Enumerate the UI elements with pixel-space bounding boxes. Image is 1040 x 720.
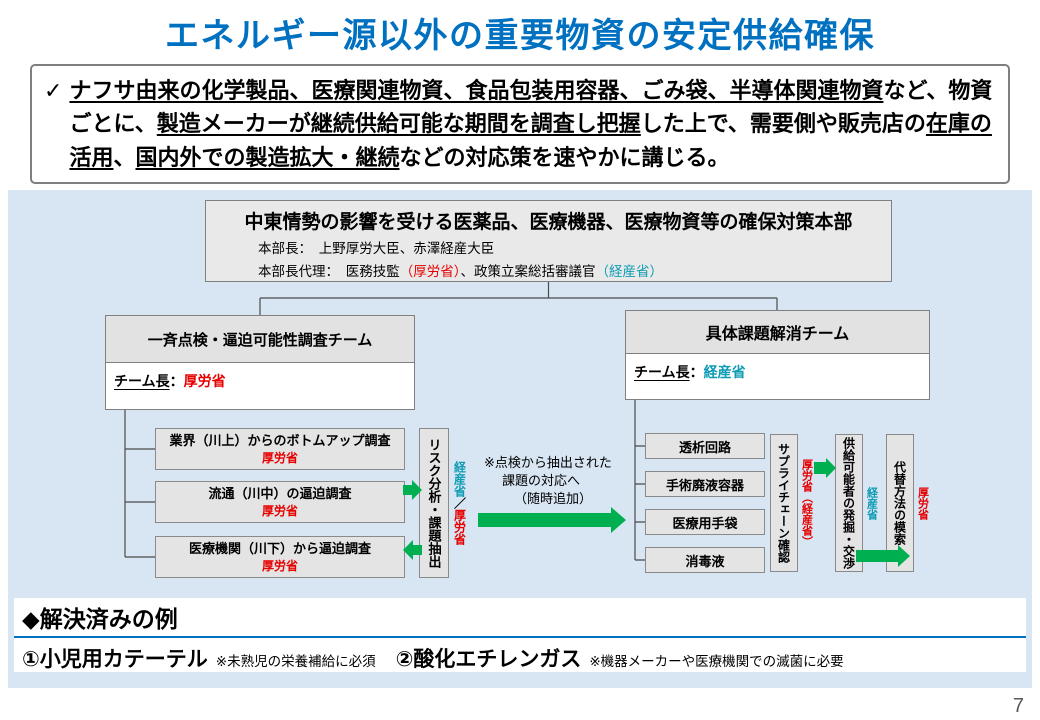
team-title: 一斉点検・逼迫可能性調査チーム <box>106 316 414 363</box>
note-line: ※点検から抽出された <box>484 455 612 470</box>
summary-segment: などの対応策を速やかに講じる。 <box>399 144 730 170</box>
summary-segment: 、 <box>113 144 136 170</box>
team-leader-line: チーム長：経産省 <box>626 354 929 390</box>
hq-title: 中東情勢の影響を受ける医薬品、医療機器、医療物資等の確保対策本部 <box>244 212 853 233</box>
summary-segment: 国内外での製造拡大・継続 <box>135 144 400 170</box>
item-box-surgical-waste-container: 手術廃液容器 <box>645 471 765 497</box>
page-number: 7 <box>1012 695 1024 717</box>
process-org-label: 厚労省 <box>915 434 930 572</box>
summary-box: ✓ ナフサ由来の化学製品、医療関連物資、食品包装用容器、ごみ袋、半導体関連物資な… <box>30 64 1010 184</box>
team-leader-org: 厚労省 <box>183 373 226 389</box>
solved-item-ethylene-oxide: ②酸化エチレンガス <box>395 648 582 671</box>
check-icon: ✓ <box>44 78 63 103</box>
hq-chief-line: 本部長： 上野厚労大臣、赤澤経産大臣 <box>258 241 495 256</box>
team-title: 具体課題解消チーム <box>626 311 929 354</box>
process-org: 厚労省 <box>916 486 929 520</box>
team-leader-org: 経産省 <box>703 364 746 380</box>
risk-analysis-label: リスク分析・課題抽出 <box>426 438 442 568</box>
process-label: 代替方法の模索 <box>892 461 907 545</box>
note-line: 課題の対応へ <box>502 473 581 488</box>
team-leader-label: チーム長 <box>114 373 170 389</box>
item-box-disinfectant: 消毒液 <box>645 547 765 573</box>
hq-deputy-line: 本部長代理： 医務技監（厚労省）、政策立案総括審議官（経産省） <box>206 260 891 280</box>
survey-title: 流通（川中）の逼迫調査 <box>208 486 352 501</box>
hq-deputy-org-meti: （経産省） <box>595 264 664 279</box>
risk-org-label: 経産省／厚労省 <box>451 428 469 578</box>
process-org-label: 厚労省（経産省） <box>799 434 814 572</box>
solved-title-row: ◆解決済みの例 <box>14 598 1026 638</box>
colon: ： <box>689 364 704 380</box>
process-box-alternative-methods: 代替方法の模索 <box>886 434 914 572</box>
process-label: サプライチェーン確認 <box>776 443 791 563</box>
risk-org-meti: 経産省 <box>452 461 467 497</box>
solved-item-catheter: ①小児用カテーテル <box>22 648 208 671</box>
process-org: 厚労省（経産省） <box>800 459 813 547</box>
survey-org: 厚労省 <box>261 451 298 465</box>
solved-title: ◆解決済みの例 <box>22 606 178 632</box>
risk-org-mhlw: 厚労省 <box>452 509 467 545</box>
process-box-find-suppliers: 供給可能者の発掘・交渉 <box>835 434 863 572</box>
team-leader-label: チーム長 <box>634 364 690 380</box>
team-box-inspection: 一斉点検・逼迫可能性調査チーム チーム長：厚労省 <box>105 315 415 410</box>
summary-segment: 製造メーカーが継続供給可能な期間を調査し把握 <box>156 111 641 137</box>
summary-segment: した上で、需要側や販売店の <box>640 111 926 137</box>
survey-title: 業界（川上）からのボトムアップ調査 <box>169 433 391 448</box>
team-leader-line: チーム長：厚労省 <box>106 363 414 399</box>
survey-org: 厚労省 <box>261 504 298 518</box>
risk-org-separator: ／ <box>452 497 467 509</box>
summary-segment: 在庫の活用 <box>69 111 992 170</box>
solved-note-catheter: ※未熟児の栄養補給に必須 <box>215 654 376 669</box>
survey-box-downstream: 医療機関（川下）から逼迫調査 厚労省 <box>155 536 405 578</box>
process-box-supply-chain-check: サプライチェーン確認 <box>770 434 798 572</box>
item-box-medical-gloves: 医療用手袋 <box>645 509 765 535</box>
hq-deputy-text: 本部長代理： 医務技監 <box>258 264 400 279</box>
process-org-label: 経産省 <box>864 434 879 572</box>
process-org: 経産省 <box>865 486 878 520</box>
page-title: エネルギー源以外の重要物資の安定供給確保 <box>165 17 875 55</box>
risk-analysis-box: リスク分析・課題抽出 <box>419 428 449 578</box>
survey-box-midstream: 流通（川中）の逼迫調査 厚労省 <box>155 481 405 523</box>
summary-text: ナフサ由来の化学製品、医療関連物資、食品包装用容器、ごみ袋、半導体関連物資など、… <box>69 74 994 174</box>
solved-note-ethylene-oxide: ※機器メーカーや医療機関での滅菌に必要 <box>589 654 844 669</box>
survey-org: 厚労省 <box>261 559 298 573</box>
hq-box: 中東情勢の影響を受ける医薬品、医療機器、医療物資等の確保対策本部 本部長： 上野… <box>205 200 892 282</box>
colon: ： <box>169 373 184 389</box>
item-box-dialysis-circuit: 透析回路 <box>645 433 765 459</box>
solved-items: ①小児用カテーテル ※未熟児の栄養補給に必須 ②酸化エチレンガス ※機器メーカー… <box>14 638 1026 678</box>
survey-box-upstream: 業界（川上）からのボトムアップ調査 厚労省 <box>155 428 405 470</box>
summary-segment: など、物資ごとに、 <box>69 78 993 137</box>
hq-deputy-org-mhlw: （厚労省） <box>399 264 461 279</box>
summary-segment: ナフサ由来の化学製品、医療関連物資、食品包装用容器、ごみ袋、半導体関連物資 <box>69 78 884 103</box>
hq-deputy-text: 、政策立案総括審議官 <box>460 264 596 279</box>
note-line: （随時追加） <box>514 491 593 506</box>
team-box-resolution: 具体課題解消チーム チーム長：経産省 <box>625 310 930 400</box>
process-label: 供給可能者の発掘・交渉 <box>841 437 856 569</box>
survey-title: 医療機関（川下）から逼迫調査 <box>188 541 371 556</box>
note-block: ※点検から抽出された 課題の対応へ （随時追加） <box>484 454 636 508</box>
solved-examples-box: ◆解決済みの例 ①小児用カテーテル ※未熟児の栄養補給に必須 ②酸化エチレンガス… <box>14 598 1026 672</box>
